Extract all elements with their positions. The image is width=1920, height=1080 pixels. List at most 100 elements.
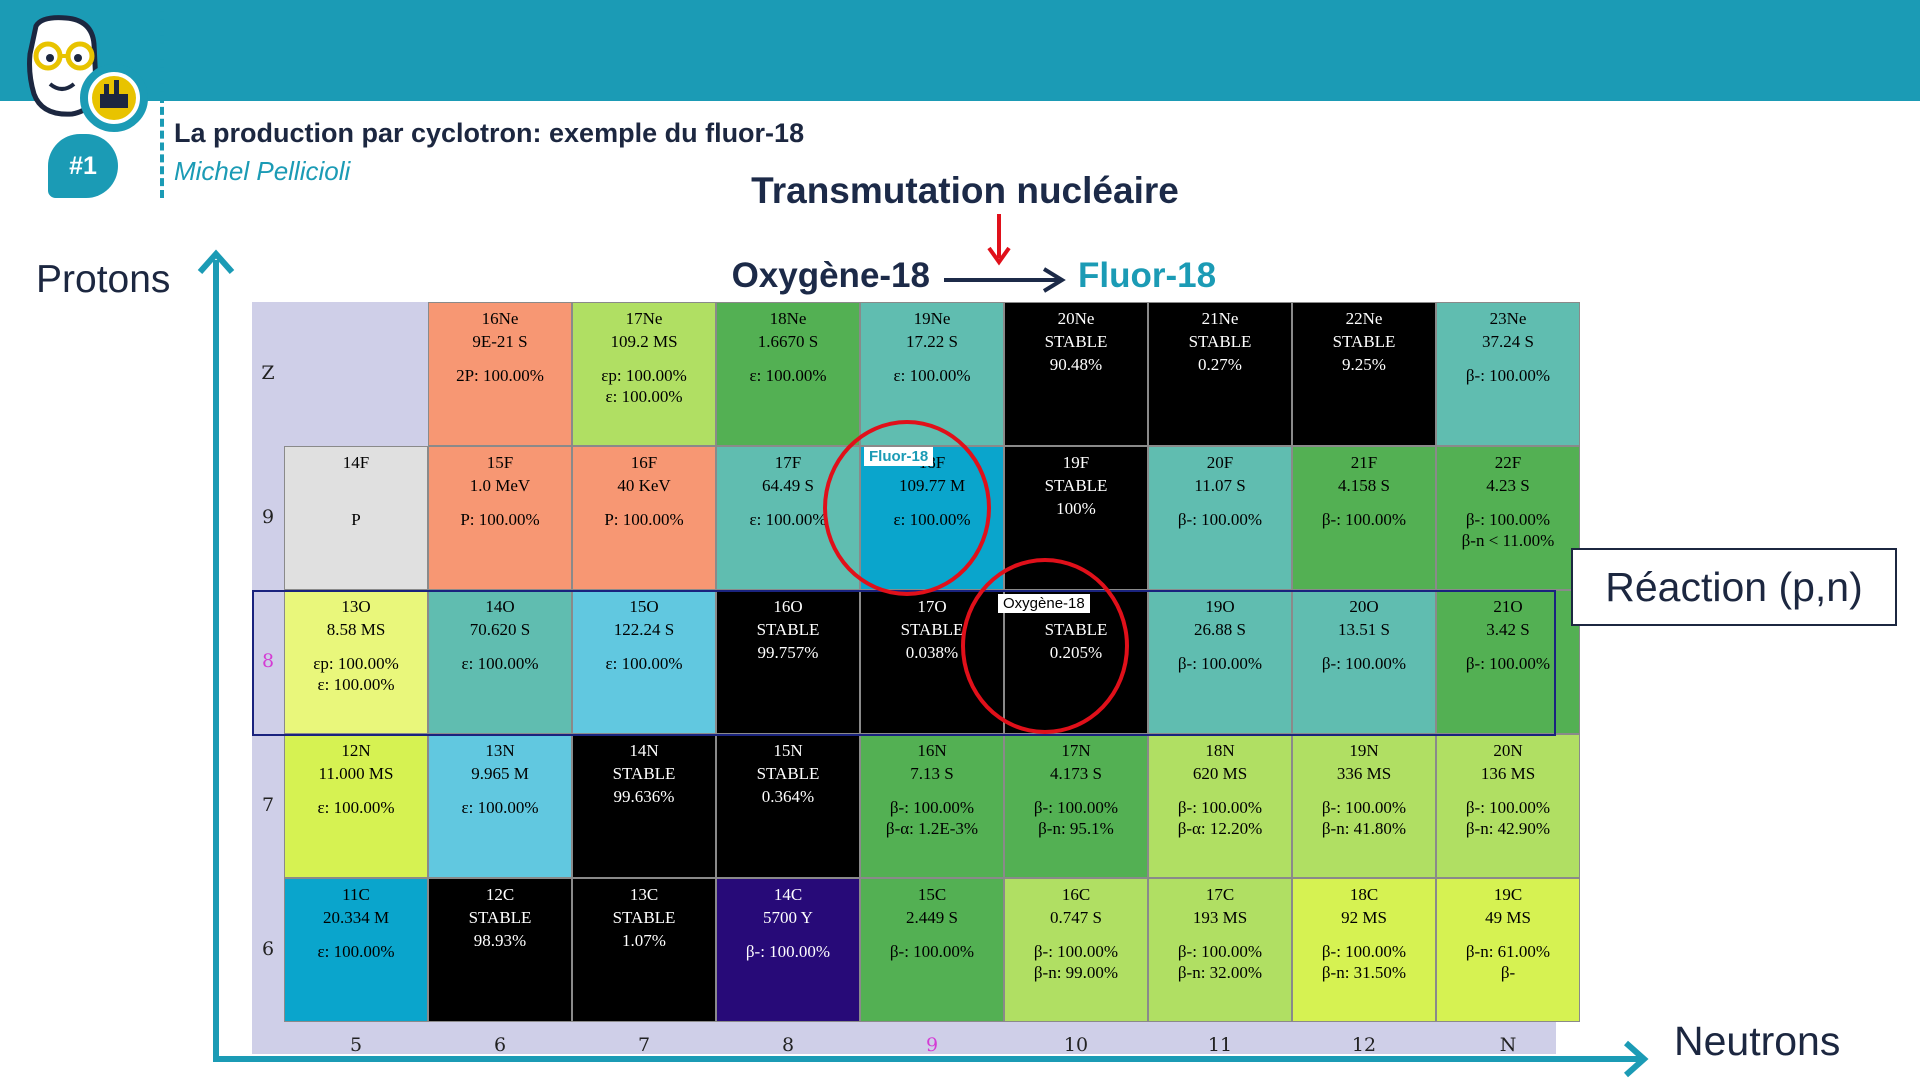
half-life: STABLE: [1044, 476, 1108, 495]
decay-modes: β-: 100.00%β-n: 32.00%: [1149, 941, 1291, 983]
half-life: 5700 Y: [763, 908, 813, 927]
column-label: 6: [493, 1034, 507, 1056]
oxygen-18-tag: Oxygène-18: [998, 594, 1090, 613]
x-axis-label: Neutrons: [1674, 1018, 1841, 1064]
nuclide-name: 19F: [1062, 453, 1090, 472]
decay-mode: β-n: 31.50%: [1321, 963, 1407, 982]
decay-mode: β-: 100.00%: [1465, 798, 1551, 817]
decay-modes: ε: 100.00%: [717, 509, 859, 530]
nuclide-name: 13O: [341, 597, 371, 616]
column-label: N: [1499, 1034, 1517, 1056]
decay-mode: P: 100.00%: [460, 510, 540, 529]
column-label: 11: [1207, 1034, 1233, 1056]
decay-mode: β-: 100.00%: [889, 942, 975, 961]
abundance: 99.757%: [757, 643, 819, 662]
half-life: 1.0 MeV: [469, 476, 531, 495]
row-label: 7: [261, 794, 275, 816]
decay-modes: εp: 100.00% ε: 100.00%: [573, 365, 715, 407]
half-life: 37.24 S: [1482, 332, 1534, 351]
nuclide-name: 22Ne: [1345, 309, 1383, 328]
fluor-18-tag: Fluor-18: [864, 447, 934, 466]
decay-modes: ε: 100.00%: [285, 941, 427, 962]
row-label: 6: [261, 938, 275, 960]
nuclide-name: 14O: [485, 597, 515, 616]
decay-modes: 2P: 100.00%: [429, 365, 571, 386]
nuclide-cell-18f: 18F109.77 M ε: 100.00%: [860, 446, 1004, 590]
column-label: 8: [781, 1034, 795, 1056]
decay-mode: β-: 100.00%: [1033, 942, 1119, 961]
decay-modes: β-: 100.00%β-α: 12.20%: [1149, 797, 1291, 839]
nuclide-name: 13N: [485, 741, 515, 760]
decay-mode: β-α: 1.2E-3%: [885, 819, 979, 838]
decay-modes: P: [285, 509, 427, 530]
nuclide-name: 16O: [773, 597, 803, 616]
decay-modes: β-: 100.00%: [1293, 509, 1435, 530]
decay-mode: εp: 100.00%: [601, 366, 687, 385]
decay-modes: β-: 100.00%β-α: 1.2E-3%: [861, 797, 1003, 839]
half-life: 26.88 S: [1194, 620, 1246, 639]
nuclide-name: 14N: [629, 741, 659, 760]
decay-modes: β-: 100.00%: [1437, 653, 1579, 674]
nuclide-name: 18N: [1205, 741, 1235, 760]
decay-mode: β-: 100.00%: [1177, 798, 1263, 817]
column-label: 10: [1063, 1034, 1089, 1056]
nuclide-name: 20O: [1349, 597, 1379, 616]
decay-mode: β-n: 41.80%: [1321, 819, 1407, 838]
nuclide-name: 16F: [630, 453, 658, 472]
nuclide-name: 14F: [342, 453, 370, 472]
decay-mode: ε: 100.00%: [461, 798, 539, 817]
nuclide-name: 18C: [1349, 885, 1379, 904]
nuclide-name: 13C: [629, 885, 659, 904]
nuclide-name: 20F: [1206, 453, 1234, 472]
decay-modes: εp: 100.00%ε: 100.00%: [285, 653, 427, 695]
abundance: 98.93%: [473, 931, 527, 950]
nuclide-name: 17O: [917, 597, 947, 616]
decay-modes: ε: 100.00%: [717, 365, 859, 386]
decay-modes: β-: 100.00%: [717, 941, 859, 962]
decay-modes: P: 100.00%: [429, 509, 571, 530]
decay-mode: ε: 100.00%: [749, 510, 827, 529]
decay-mode: β-n < 11.00%: [1461, 531, 1555, 550]
nuclide-name: 19O: [1205, 597, 1235, 616]
half-life: STABLE: [756, 764, 820, 783]
nuclide-name: 19N: [1349, 741, 1379, 760]
decay-modes: ε: 100.00%: [429, 797, 571, 818]
episode-badge: #1: [48, 134, 118, 198]
nuclide-cell-14c: 14C 5700 Y β-: 100.00%: [716, 878, 860, 1022]
half-life: STABLE: [1044, 620, 1108, 639]
nuclide-name: 14C: [773, 885, 803, 904]
nuclide-name: 17Ne: [625, 309, 663, 328]
product-label: Fluor-18: [1078, 256, 1217, 295]
decay-modes: β-: 100.00%: [1149, 509, 1291, 530]
column-label: 9: [925, 1034, 939, 1056]
half-life: STABLE: [1332, 332, 1396, 351]
course-author: Michel Pellicioli: [174, 156, 351, 186]
half-life: 8.58 MS: [326, 620, 386, 639]
decay-modes: ε: 100.00%: [285, 797, 427, 818]
decay-mode: ε: 100.00%: [317, 942, 395, 961]
decay-modes: P: 100.00%: [573, 509, 715, 530]
column-label: 5: [349, 1034, 363, 1056]
decay-mode: β-: 100.00%: [1465, 654, 1551, 673]
nuclide-cell-18o: 18OSTABLE0.205%: [1004, 590, 1148, 734]
decay-mode: ε: 100.00%: [605, 387, 683, 406]
half-life: 336 MS: [1336, 764, 1392, 783]
